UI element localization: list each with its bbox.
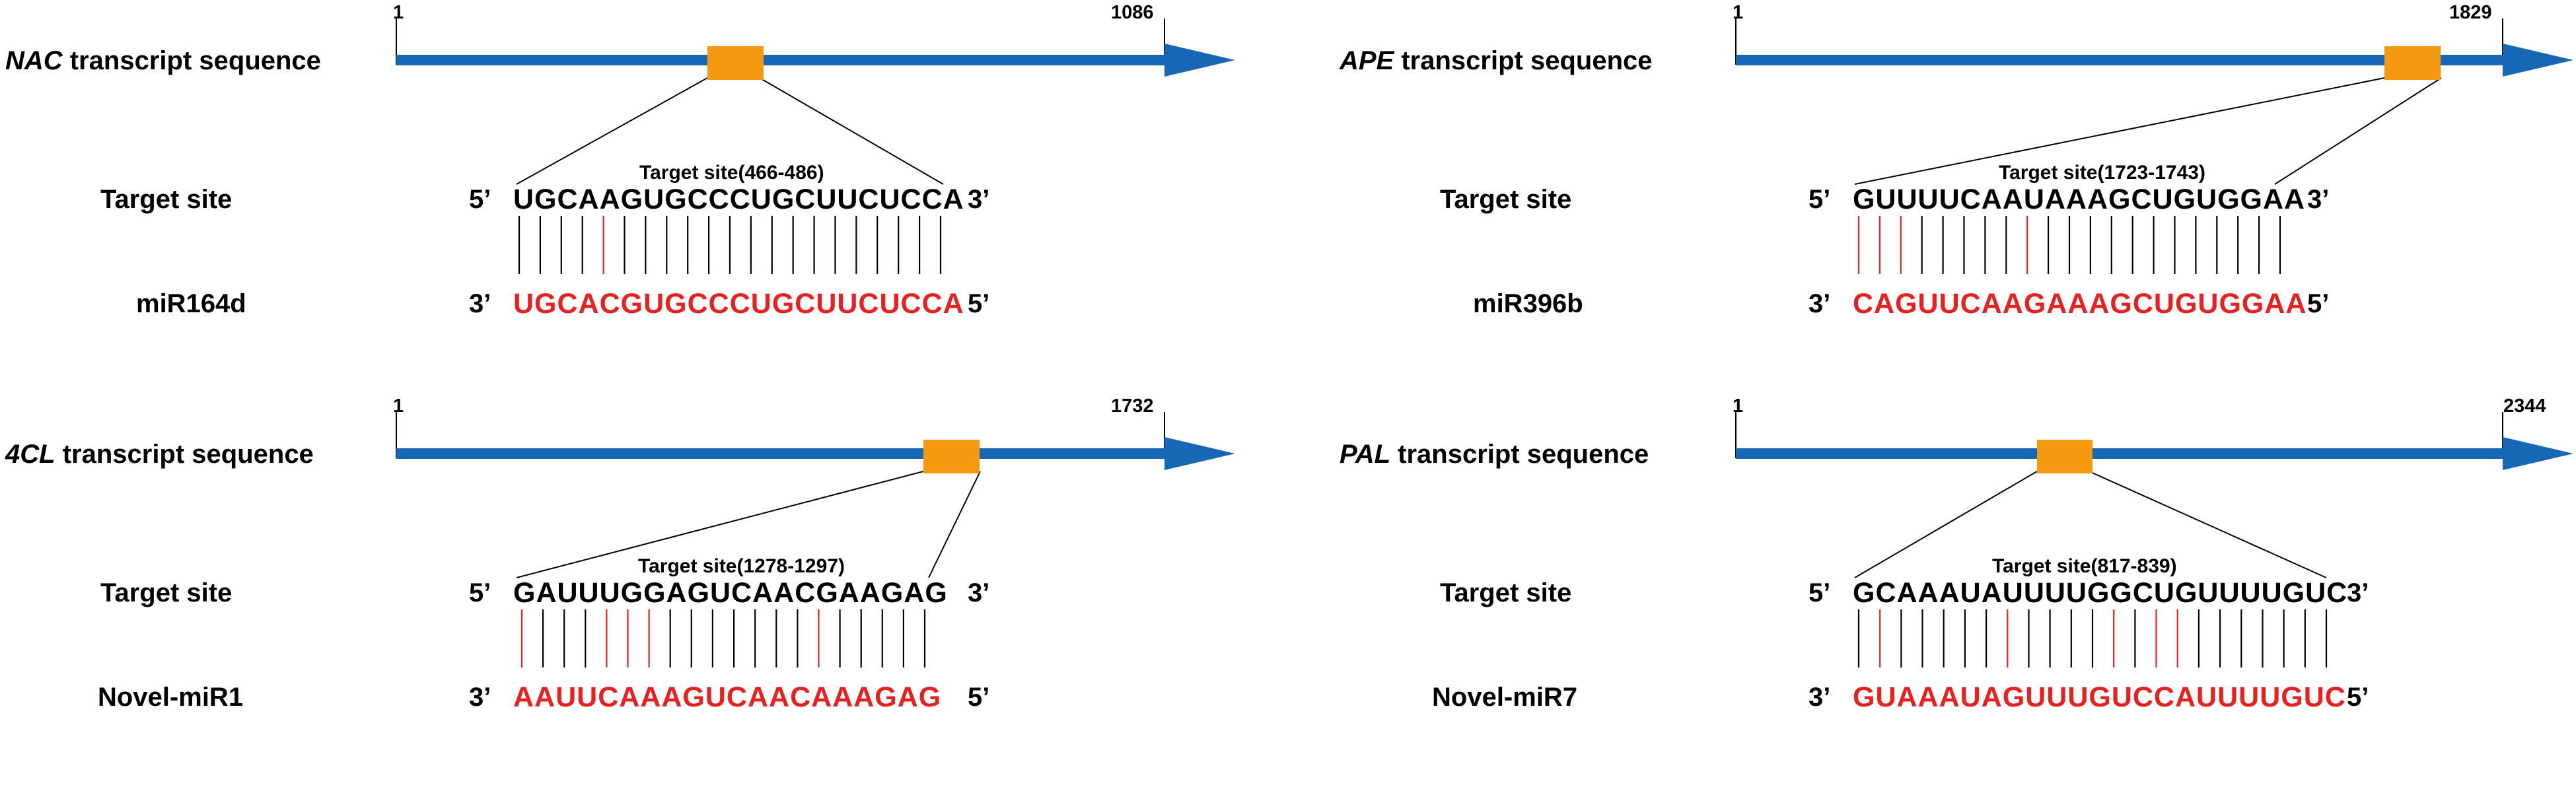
three-prime-label: 3’ <box>968 185 990 214</box>
transcript-title: APE transcript sequence <box>1340 48 1653 74</box>
transcript-bar <box>1736 55 2503 65</box>
end-position: 1829 <box>2449 2 2492 23</box>
zoom-line-right <box>928 471 981 578</box>
gene-name: 4CL <box>5 440 55 469</box>
transcript-arrowhead <box>1164 437 1235 470</box>
transcript-arrowhead <box>1164 44 1235 77</box>
five-prime-label: 5’ <box>469 578 491 607</box>
target-site-range: Target site(1723-1743) <box>1999 162 2205 184</box>
three-prime-label: 3’ <box>469 289 491 318</box>
start-position: 1 <box>1733 2 1744 23</box>
mirna-sequence: AAUUCAAAGUCAACAAAGAG <box>513 681 942 713</box>
zoom-line-left <box>1854 471 2038 578</box>
transcript-graphic <box>396 412 1235 667</box>
gene-name: PAL <box>1340 440 1391 469</box>
three-prime-label: 3’ <box>1808 289 1831 318</box>
transcript-arrowhead <box>2503 437 2573 470</box>
target-box <box>923 440 980 473</box>
target-sequence: GUUUUCAAUAAAGCUGUGGAA <box>1853 184 2306 215</box>
mirna-row-label: miR164d <box>136 289 246 318</box>
transcript-title: 4CL transcript sequence <box>5 441 314 467</box>
end-position: 1086 <box>1111 2 1154 23</box>
gene-name: APE <box>1340 46 1394 75</box>
panel-nac: NAC transcript sequence 1 1086 Target si… <box>0 0 1288 394</box>
base-pairing-lines <box>1857 609 2328 667</box>
transcript-title: PAL transcript sequence <box>1340 441 1649 467</box>
base-pairing-lines <box>520 609 926 667</box>
three-prime-label: 3’ <box>1808 683 1831 712</box>
transcript-bar <box>396 55 1164 65</box>
title-suffix: transcript sequence <box>1390 440 1649 469</box>
start-position: 1 <box>393 395 404 417</box>
target-box <box>707 46 764 80</box>
target-row-label: Target site <box>100 185 233 214</box>
transcript-title: NAC transcript sequence <box>5 48 321 74</box>
target-site-range: Target site(466-486) <box>639 162 824 184</box>
transcript-graphic <box>1735 18 2573 274</box>
three-prime-label: 3’ <box>469 683 491 712</box>
five-prime-label: 5’ <box>2347 683 2369 712</box>
target-site-range: Target site(1278-1297) <box>638 555 845 577</box>
transcript-graphic <box>396 18 1235 274</box>
three-prime-label: 3’ <box>2307 185 2330 214</box>
panel-pal: PAL transcript sequence 1 2344 Target si… <box>1288 394 2576 787</box>
target-sequence: UGCAAGUGCCCUGCUUCUCCA <box>513 184 964 215</box>
base-pairing-lines <box>518 216 942 274</box>
transcript-bar <box>1736 448 2503 459</box>
target-row-label: Target site <box>1440 578 1572 607</box>
start-position: 1 <box>1733 395 1744 417</box>
transcript-arrowhead <box>2503 44 2573 77</box>
five-prime-label: 5’ <box>1808 578 1831 607</box>
three-prime-label: 3’ <box>968 578 990 607</box>
five-prime-label: 5’ <box>968 683 990 712</box>
five-prime-label: 5’ <box>2307 289 2330 318</box>
zoom-line-left <box>516 471 924 578</box>
end-position: 2344 <box>2503 395 2546 417</box>
target-sequence: GCAAAUAUUUUGGCUGUUUUGUC <box>1853 577 2348 609</box>
mirna-row-label: Novel-miR1 <box>98 683 244 712</box>
gene-name: NAC <box>5 46 63 75</box>
target-box <box>2384 46 2441 80</box>
base-pairing-lines <box>1857 216 2281 274</box>
target-sequence: GAUUUGGAGUCAACGAAGAG <box>513 577 948 609</box>
three-prime-label: 3’ <box>2347 578 2369 607</box>
zoom-line-right <box>2089 471 2327 578</box>
panel-ape: APE transcript sequence 1 1829 Target si… <box>1288 0 2576 394</box>
zoom-line-right <box>759 77 944 185</box>
five-prime-label: 5’ <box>1808 185 1831 214</box>
end-position: 1732 <box>1111 395 1154 417</box>
mirna-sequence: UGCACGUGCCCUGCUUCUCCA <box>513 288 964 320</box>
target-box <box>2037 440 2093 473</box>
five-prime-label: 5’ <box>968 289 990 318</box>
target-row-label: Target site <box>1440 185 1572 214</box>
start-position: 1 <box>393 2 404 23</box>
title-suffix: transcript sequence <box>62 46 321 75</box>
panel-4cl: 4CL transcript sequence 1 1732 Target si… <box>0 394 1288 787</box>
mirna-row-label: Novel-miR7 <box>1432 683 1578 712</box>
mirna-sequence: GUAAAUAGUUUGUCCAUUUUGUC <box>1853 681 2346 713</box>
mirna-row-label: miR396b <box>1473 289 1583 318</box>
zoom-line-left <box>516 77 708 185</box>
zoom-line-left <box>1854 77 2385 185</box>
five-prime-label: 5’ <box>469 185 491 214</box>
transcript-bar <box>396 448 1164 459</box>
transcript-graphic <box>1735 412 2573 667</box>
target-site-range: Target site(817-839) <box>1992 555 2177 577</box>
title-suffix: transcript sequence <box>1394 46 1653 75</box>
zoom-line-right <box>2274 77 2442 185</box>
title-suffix: transcript sequence <box>55 440 314 469</box>
target-row-label: Target site <box>100 578 233 607</box>
mirna-sequence: CAGUUCAAGAAAGCUGUGGAA <box>1853 288 2307 320</box>
